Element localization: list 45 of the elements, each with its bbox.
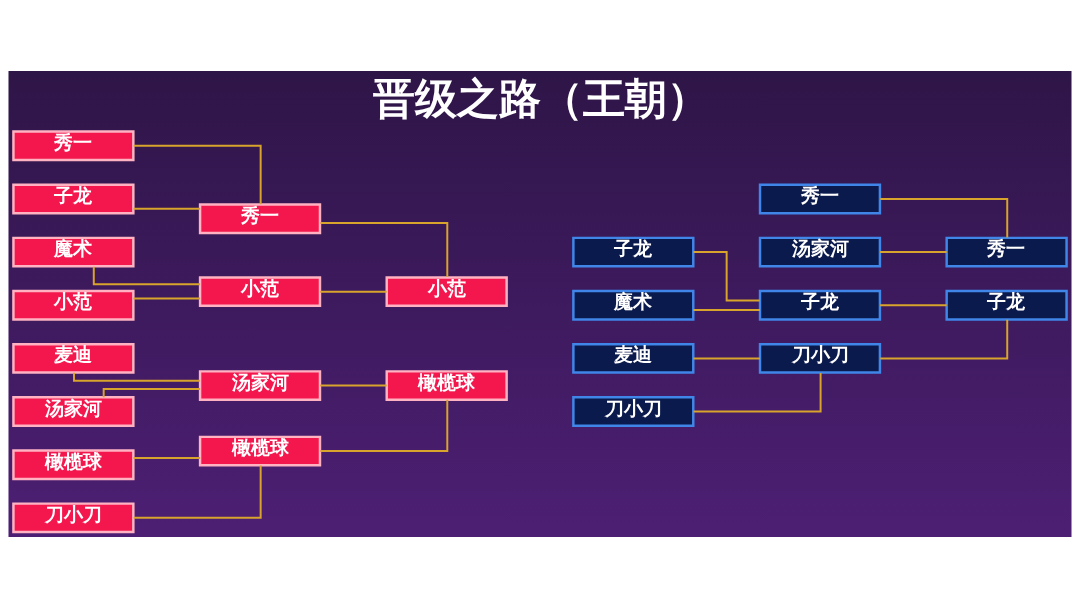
connector: [692, 308, 761, 311]
node-box: 小范: [12, 289, 135, 321]
node-box: 刀小刀: [12, 501, 135, 533]
node-box: 汤家河: [758, 236, 882, 268]
connector: [319, 221, 449, 278]
node-box: 刀小刀: [758, 342, 882, 374]
node-box: 魔术: [572, 289, 695, 321]
connector: [879, 197, 1009, 239]
connector: [102, 387, 201, 398]
node-box: 橄榄球: [12, 448, 135, 480]
node-box: 子龙: [572, 236, 695, 268]
node-box: 子龙: [12, 183, 135, 214]
node-box: 麦迪: [572, 342, 695, 374]
node-box: 橄榄球: [385, 369, 508, 401]
connector: [132, 464, 262, 519]
node-box: 魔术: [12, 236, 135, 268]
connector: [879, 303, 948, 306]
node-box: 汤家河: [12, 395, 135, 427]
connector: [692, 250, 761, 301]
connector: [132, 144, 262, 205]
connector: [319, 290, 388, 293]
connector: [319, 398, 449, 452]
node-box: 橄榄球: [198, 435, 322, 467]
connector: [319, 384, 388, 387]
connector: [132, 456, 202, 459]
node-box: 秀一: [198, 202, 322, 234]
connector: [132, 296, 202, 299]
diagram-title: 晋级之路（王朝）: [372, 73, 709, 123]
node-box: 秀一: [758, 183, 882, 214]
connector: [92, 265, 201, 285]
node-box: 汤家河: [198, 369, 322, 401]
node-box: 秀一: [945, 236, 1068, 268]
node-box: 子龙: [945, 289, 1068, 321]
connector: [132, 207, 202, 210]
node-box: 麦迪: [12, 342, 135, 374]
connector: [879, 250, 948, 253]
connector: [879, 318, 1009, 359]
node-box: 秀一: [12, 129, 135, 161]
node-box: 刀小刀: [572, 395, 695, 427]
node-box: 小范: [198, 275, 322, 307]
connector: [692, 371, 822, 413]
connector: [73, 371, 201, 382]
node-box: 子龙: [758, 289, 882, 321]
connector: [692, 356, 761, 359]
node-box: 小范: [385, 275, 508, 307]
